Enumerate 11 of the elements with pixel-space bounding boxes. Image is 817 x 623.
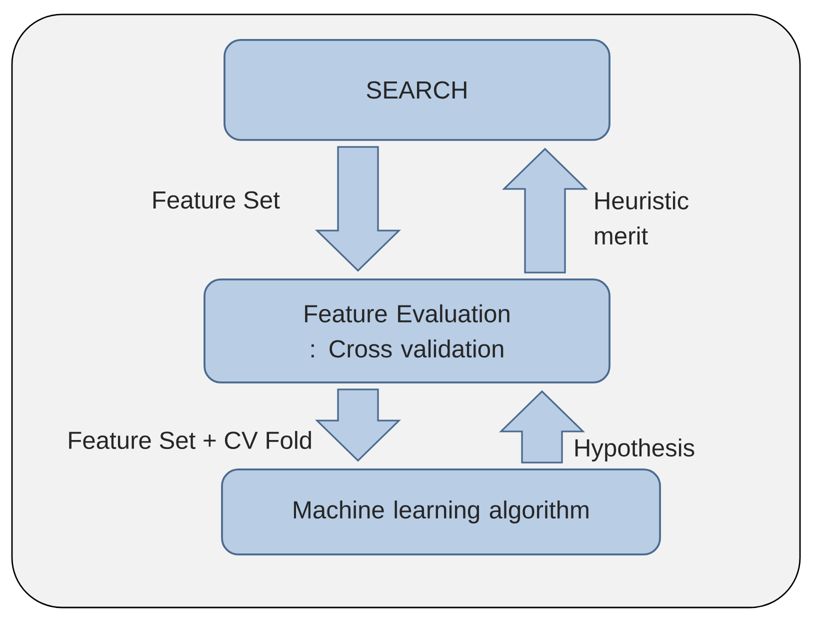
edge-label: Hypothesis	[575, 438, 694, 462]
edge-label: Feature Set + CV Fold	[69, 430, 311, 450]
edge-label: Heuristic merit	[595, 191, 688, 245]
edge-label: Feature Set	[153, 191, 280, 209]
block-arrow	[502, 148, 588, 274]
block-arrow	[315, 146, 402, 272]
process-box: SEARCH	[224, 39, 610, 141]
block-arrow	[499, 390, 586, 464]
process-box: Machine learning algorithm	[221, 468, 661, 556]
block-arrow	[315, 388, 402, 462]
process-box: Feature Evaluation : Cross validation	[204, 278, 610, 384]
